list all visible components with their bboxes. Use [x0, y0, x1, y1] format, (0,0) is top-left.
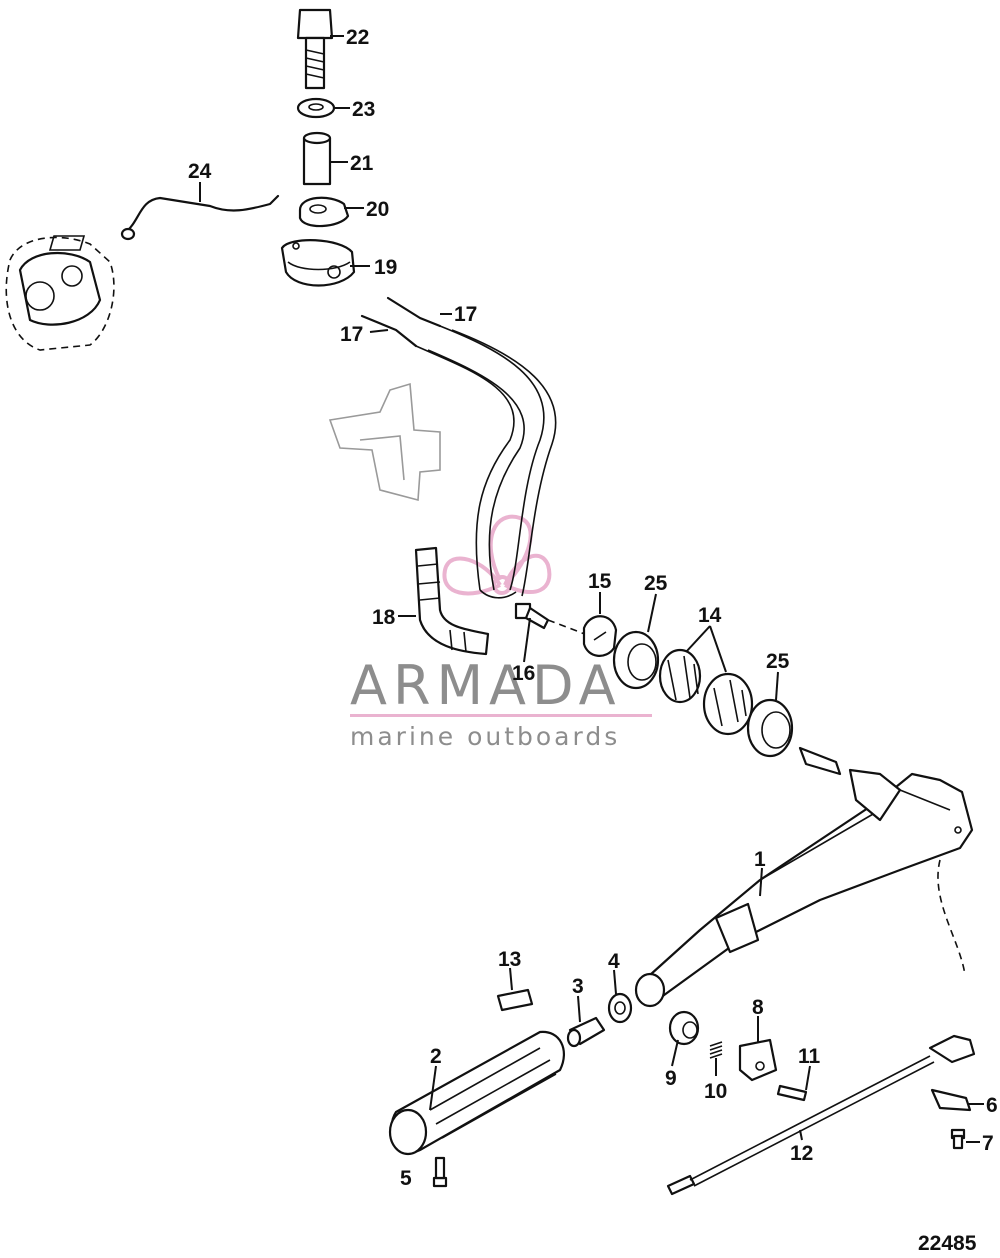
part-screw-7	[950, 1128, 966, 1150]
part-spacer-14a	[658, 648, 702, 704]
part-bolt-22	[296, 8, 334, 90]
part-cable-12	[666, 1034, 976, 1196]
callout-14: 14	[698, 604, 722, 627]
callout-9: 9	[665, 1067, 677, 1090]
callout-18: 18	[372, 606, 396, 629]
part-clip-6	[930, 1088, 972, 1112]
armada-logo: ARMADA marine outboards	[350, 514, 652, 751]
callout-12: 12	[790, 1142, 813, 1165]
callout-25b: 25	[766, 650, 790, 673]
part-plate-15	[582, 615, 618, 657]
brand-tagline: marine outboards	[350, 722, 620, 751]
part-nut-4	[607, 992, 633, 1024]
part-pulley-19	[280, 239, 356, 287]
figure-number: 22485	[918, 1232, 977, 1255]
callout-6: 6	[986, 1094, 998, 1117]
part-screw-11	[776, 1084, 808, 1102]
part-grommet-25a	[612, 630, 660, 690]
engine-bracket	[328, 382, 441, 502]
callout-21: 21	[350, 152, 374, 175]
callout-15: 15	[588, 570, 612, 593]
part-cables-17	[360, 296, 557, 599]
carburetor	[5, 235, 115, 351]
part-cam-20	[298, 196, 350, 228]
callout-13: 13	[498, 948, 521, 971]
part-grommet-25b	[746, 698, 794, 758]
part-spacer-14b	[702, 672, 754, 736]
callout-19: 19	[374, 256, 397, 279]
part-screw-5	[432, 1156, 448, 1188]
part-screw-16	[514, 602, 591, 637]
callout-3: 3	[572, 975, 584, 998]
callout-7: 7	[982, 1132, 994, 1155]
callout-23: 23	[352, 98, 375, 121]
callout-20: 20	[366, 198, 389, 221]
part-clip-8	[738, 1038, 778, 1082]
callout-5: 5	[400, 1167, 412, 1190]
callout-16: 16	[512, 662, 535, 685]
callout-17b: 17	[340, 323, 363, 346]
part-hose-18	[414, 546, 490, 656]
part-linkage-24	[120, 194, 280, 241]
leader-lines	[199, 35, 984, 1143]
part-tiller-arm-1	[634, 746, 974, 1008]
callout-4: 4	[608, 950, 620, 973]
callout-24: 24	[188, 160, 212, 183]
brand-underline	[350, 714, 652, 717]
callout-2: 2	[430, 1045, 442, 1068]
propeller-icon	[442, 514, 552, 596]
callout-11: 11	[798, 1045, 821, 1068]
callout-17a: 17	[454, 303, 477, 326]
brand-name: ARMADA	[350, 654, 622, 717]
part-insert-3	[566, 1016, 606, 1048]
callout-8: 8	[752, 996, 764, 1019]
part-bushing-21	[302, 131, 332, 186]
callout-1: 1	[754, 848, 766, 871]
part-knob-9	[668, 1010, 700, 1046]
callout-25a: 25	[644, 572, 668, 595]
part-decal-13	[496, 988, 534, 1012]
part-spring-10	[709, 1041, 723, 1059]
part-grip-2	[388, 1030, 565, 1156]
callout-labels: 1 2 3 4 5 6 7 8 9 10 11 12 13 14 15 16 1…	[188, 26, 998, 1255]
callout-22: 22	[346, 26, 369, 49]
part-washer-23	[296, 97, 336, 119]
callout-10: 10	[704, 1080, 727, 1103]
